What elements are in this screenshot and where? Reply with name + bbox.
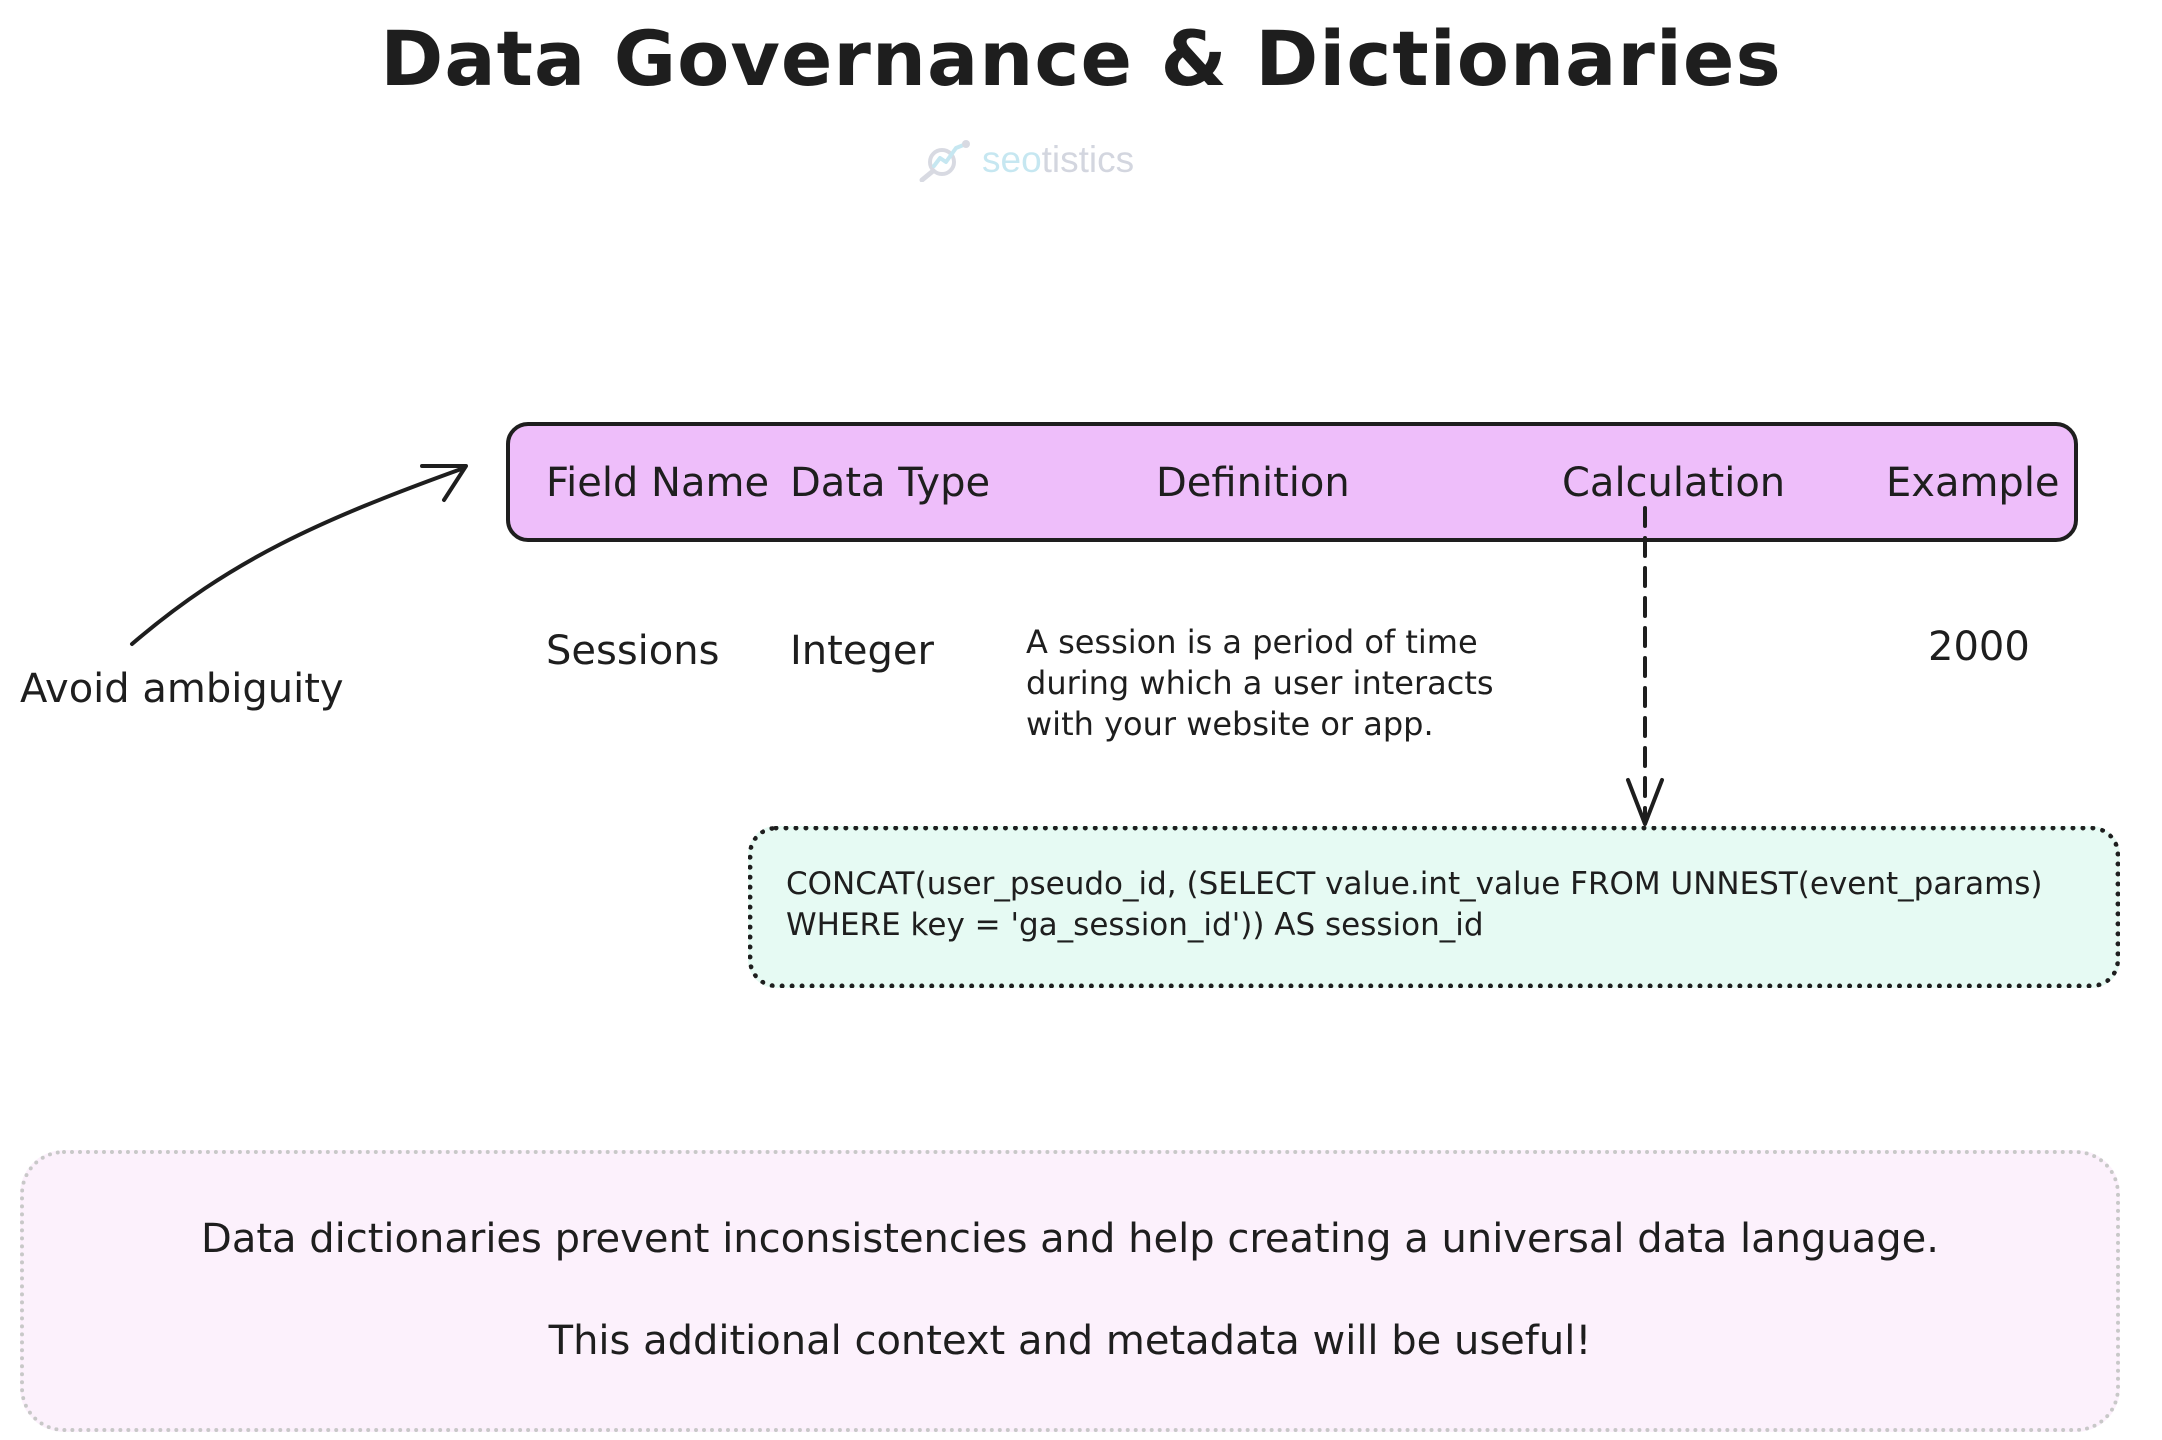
calculation-dashed-arrow bbox=[1626, 506, 1664, 826]
summary-note-box bbox=[20, 1150, 2120, 1432]
logo-text-tistics: tistics bbox=[1041, 139, 1135, 180]
column-header-calculation: Calculation bbox=[1562, 460, 1786, 506]
annotation-arrow bbox=[130, 464, 468, 646]
page-title: Data Governance & Dictionaries bbox=[380, 14, 1782, 103]
column-header-data-type: Data Type bbox=[790, 460, 991, 506]
summary-note-line-2: This additional context and metadata wil… bbox=[548, 1318, 1592, 1364]
calculation-line-2: WHERE key = 'ga_session_id')) AS session… bbox=[786, 907, 1484, 943]
chart-magnifier-icon bbox=[919, 140, 970, 182]
annotation-label: Avoid ambiguity bbox=[20, 666, 344, 712]
cell-definition: A session is a period of time during whi… bbox=[1026, 623, 1494, 743]
calculation-line-1: CONCAT(user_pseudo_id, (SELECT value.int… bbox=[786, 866, 2043, 902]
cell-data-type: Integer bbox=[790, 628, 934, 674]
calculation-box bbox=[748, 826, 2120, 988]
logo-text-seo: seo bbox=[982, 139, 1042, 180]
column-header-example: Example bbox=[1886, 460, 2060, 506]
summary-note-line-1: Data dictionaries prevent inconsistencie… bbox=[201, 1216, 1939, 1262]
column-header-definition: Definition bbox=[1156, 460, 1350, 506]
cell-example: 2000 bbox=[1928, 624, 2030, 670]
table-header-bar bbox=[506, 422, 2078, 542]
cell-field-name: Sessions bbox=[546, 628, 720, 674]
column-header-field-name: Field Name bbox=[546, 460, 770, 506]
calculation-code: CONCAT(user_pseudo_id, (SELECT value.int… bbox=[786, 864, 2116, 946]
